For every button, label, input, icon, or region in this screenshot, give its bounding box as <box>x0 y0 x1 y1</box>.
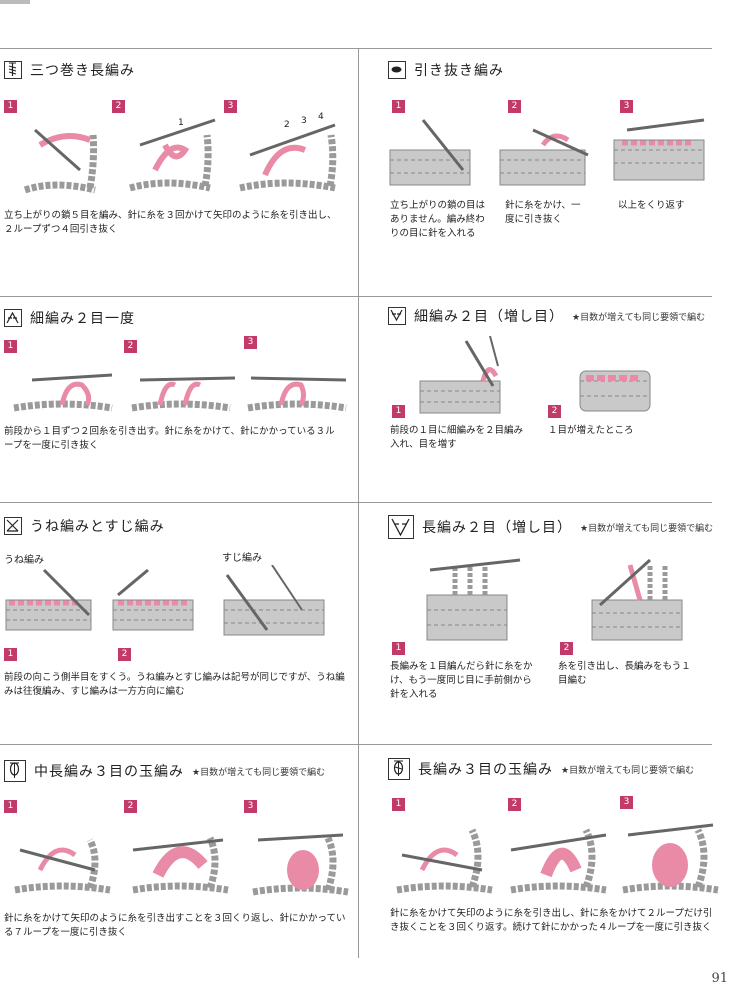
step-badge: 1 <box>392 405 405 418</box>
step-description: １目が増えたところ <box>548 425 634 436</box>
step-description: 以上をくり返す <box>618 200 685 211</box>
step-description: 糸を引き出し、長編みをもう１目編む <box>558 661 691 686</box>
section-title-sc-increase: 細編み２目（増し目） ★目数が増えても同じ要領で編む <box>388 306 705 326</box>
sc-increase-step2-illustration <box>579 370 651 412</box>
section-description: 前段の向こう側半目をすくう。うね編みとすじ編みは記号が同じですが、うね編みは往復… <box>4 672 345 697</box>
step-badge: 1 <box>392 798 405 811</box>
step-badge: 1 <box>4 800 17 813</box>
section-title-text: うね編みとすじ編み <box>30 519 165 535</box>
step-badge: 3 <box>224 100 237 113</box>
section-description: 前段から１目ずつ２回糸を引き出す。針に糸をかけて、針にかかっている３ループを一度… <box>4 426 335 451</box>
step-badge: 2 <box>124 800 137 813</box>
section-title-text: 中長編み３目の玉編み <box>34 764 184 780</box>
row-rule-1 <box>0 296 712 297</box>
slip-stitch-step1-illustration <box>389 119 471 186</box>
dc-increase-step2-illustration <box>591 558 683 641</box>
step-badge: 1 <box>4 648 17 661</box>
dc-bobble-step3-illustration <box>622 823 719 894</box>
step-badge: 2 <box>508 100 521 113</box>
section-description: 針に糸をかけて矢印のように糸を引き出し、針に糸をかけて２ループだけ引き抜くことを… <box>390 908 713 933</box>
dc-bobble-step1-illustration <box>396 828 493 894</box>
loop-label: 2 <box>284 120 290 130</box>
row-rule-3 <box>0 744 712 745</box>
dc-bobble-symbol-icon <box>388 758 410 780</box>
sc-increase-symbol-icon <box>388 307 406 325</box>
top-edge-mark <box>0 0 30 4</box>
section-title-ridge-stitch: うね編みとすじ編み <box>4 516 165 536</box>
section-title-text: 細編み２目一度 <box>30 311 135 327</box>
sc2tog-step1-illustration <box>13 373 113 412</box>
une-step2-illustration <box>112 568 194 631</box>
triple-treble-symbol-icon <box>4 61 22 79</box>
triple-treble-step3-illustration <box>239 123 337 192</box>
top-rule <box>0 48 712 49</box>
loop-label: 4 <box>318 112 324 122</box>
section-description: 立ち上がりの鎖５目を編み、針に糸を３回かけて矢印のように糸を引き出し、２ループず… <box>4 210 337 235</box>
section-note: ★目数が増えても同じ要領で編む <box>580 523 714 534</box>
suji-illustration <box>223 565 325 636</box>
step-badge: 3 <box>620 796 633 809</box>
step-description: 前段の１目に細編みを２目編み入れ、目を増す <box>390 425 524 450</box>
sc2tog-symbol-icon <box>4 309 22 327</box>
step-badge: 2 <box>560 642 573 655</box>
section-title-text: 細編み２目（増し目） <box>414 309 564 325</box>
section-title-triple-treble: 三つ巻き長編み <box>4 60 135 80</box>
section-title-dc-increase: 長編み２目（増し目） ★目数が増えても同じ要領で編む <box>388 515 713 539</box>
step-badge: 3 <box>244 800 257 813</box>
sc-increase-step1-illustration <box>419 336 501 414</box>
dc-increase-step1-illustration <box>426 558 521 641</box>
step-badge: 2 <box>548 405 561 418</box>
step-badge: 1 <box>4 100 17 113</box>
row-rule-2 <box>0 502 712 503</box>
section-title-slip-stitch: 引き抜き編み <box>388 60 504 80</box>
sc2tog-step3-illustration <box>247 376 347 412</box>
step-description: 立ち上がりの鎖の目はありません。編み終わりの目に針を入れる <box>390 200 486 239</box>
hdc-bobble-step3-illustration <box>252 833 349 896</box>
une-step1-illustration <box>5 568 92 631</box>
loop-label: 1 <box>178 118 184 128</box>
sc2tog-step2-illustration <box>131 376 236 412</box>
section-note: ★目数が増えても同じ要領で編む <box>572 312 706 323</box>
section-note: ★目数が増えても同じ要領で編む <box>192 767 326 778</box>
dc-increase-symbol-icon <box>388 515 414 539</box>
step-badge: 1 <box>392 100 405 113</box>
slip-stitch-step3-illustration <box>613 118 705 181</box>
step-badge: 2 <box>508 798 521 811</box>
step-badge: 3 <box>620 100 633 113</box>
slip-stitch-step2-illustration <box>499 128 589 186</box>
triple-treble-step1-illustration <box>23 128 98 194</box>
section-note: ★目数が増えても同じ要領で編む <box>561 765 695 776</box>
step-badge: 1 <box>392 642 405 655</box>
section-title-text: 長編み２目（増し目） <box>422 520 572 536</box>
hdc-bobble-step2-illustration <box>132 836 229 894</box>
section-description: 針に糸をかけて矢印のように糸を引き出すことを３回くり返し、針にかかっている７ルー… <box>4 913 346 938</box>
slip-stitch-symbol-icon <box>388 61 406 79</box>
step-description: 長編みを１目編んだら針に糸をかけ、もう一度同じ目に手前側から針を入れる <box>390 661 533 700</box>
section-title-dc-bobble: 長編み３目の玉編み ★目数が増えても同じ要領で編む <box>388 758 694 780</box>
section-title-text: 三つ巻き長編み <box>30 63 135 79</box>
step-badge: 2 <box>124 340 137 353</box>
section-title-hdc-bobble: 中長編み３目の玉編み ★目数が増えても同じ要領で編む <box>4 760 325 782</box>
loop-label: 3 <box>301 116 307 126</box>
page-number: 91 <box>711 971 728 986</box>
ridge-stitch-symbol-icon <box>4 517 22 535</box>
step-badge: 2 <box>118 648 131 661</box>
hdc-bobble-step1-illustration <box>14 838 111 894</box>
step-badge: 2 <box>112 100 125 113</box>
hdc-bobble-symbol-icon <box>4 760 26 782</box>
section-title-text: 長編み３目の玉編み <box>418 762 553 778</box>
section-title-sc2tog: 細編み２目一度 <box>4 308 135 328</box>
center-rule <box>358 48 359 958</box>
dc-bobble-step2-illustration <box>510 828 607 894</box>
subheading-suji: すじ編み <box>222 553 262 564</box>
step-badge: 3 <box>244 336 257 349</box>
triple-treble-step2-illustration <box>129 118 216 192</box>
subheading-une: うね編み <box>4 555 44 566</box>
section-title-text: 引き抜き編み <box>414 63 504 79</box>
step-badge: 1 <box>4 340 17 353</box>
step-description: 針に糸をかけ、一度に引き抜く <box>505 200 581 225</box>
